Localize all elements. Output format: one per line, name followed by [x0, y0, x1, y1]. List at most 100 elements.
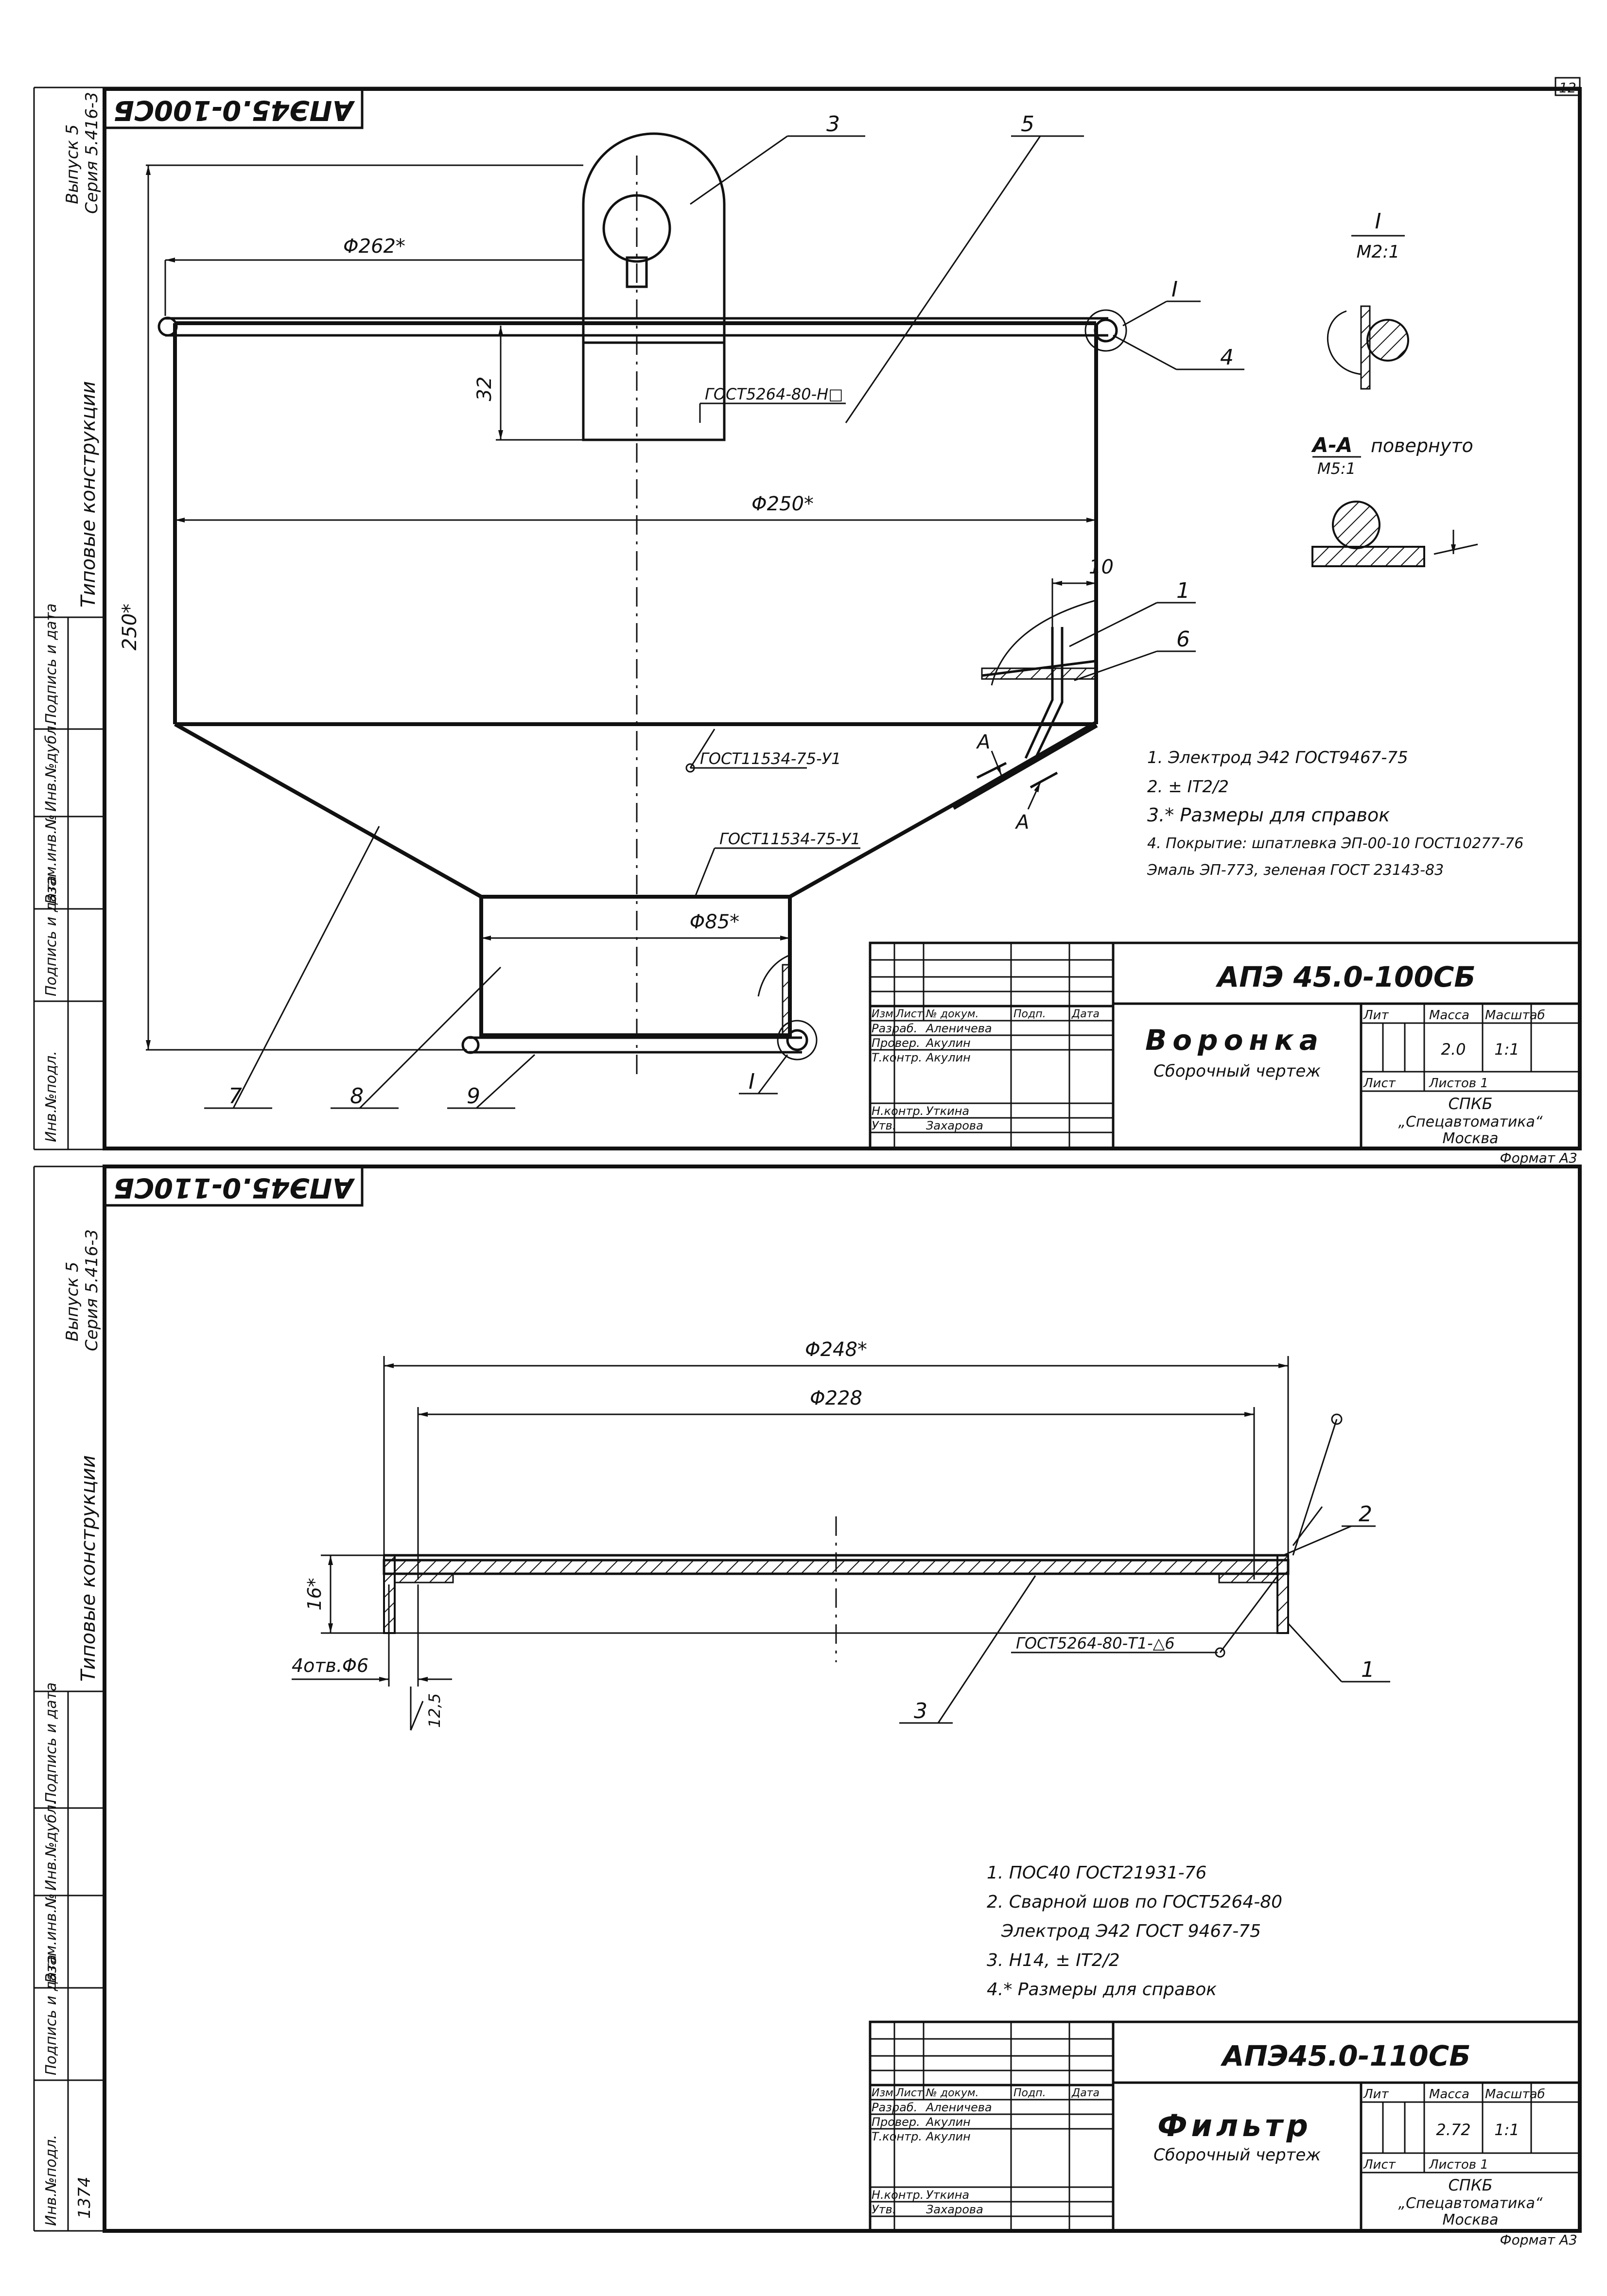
dim-d228: Φ228 — [810, 1387, 862, 1409]
tb1-mass: 2.0 — [1441, 1040, 1466, 1059]
tb2-org1: СПКБ — [1448, 2176, 1492, 2194]
tb2-name-4: Уткина — [926, 2188, 969, 2202]
pos-4: 4 — [1220, 345, 1234, 370]
sheet2-side-stamp-5: Подпись и дата — [43, 1683, 60, 1804]
tb2-name-1: Аленичева — [925, 2101, 992, 2114]
dim-d250: Φ250* — [751, 493, 814, 515]
tb2-doc-type: Сборочный чертеж — [1153, 2145, 1321, 2165]
tb1-org1: СПКБ — [1448, 1095, 1492, 1113]
pos-5: 5 — [1021, 112, 1034, 137]
section-scale: М5:1 — [1317, 459, 1356, 478]
dim-d248: Φ248* — [805, 1339, 867, 1361]
sheet1-side-stamp-3: Взам.инв.№ — [43, 814, 60, 904]
tb1-role-5: Утв. — [872, 1119, 896, 1132]
tb1-name-4: Уткина — [926, 1104, 969, 1118]
tb1-col-doc: № докум. — [926, 1008, 978, 1020]
tb2-code: АПЭ45.0-110СБ — [1220, 2039, 1470, 2072]
tb2-name-3: Акулин — [925, 2130, 971, 2143]
tb1-col-list: Лист — [895, 1008, 924, 1020]
pos-7: 7 — [228, 1084, 242, 1109]
detail-title: I — [1375, 209, 1381, 234]
detail-views: I М2:1 А-А повернуто М5:1 — [1311, 209, 1478, 567]
sheet2-leaders: 2 1 3 ГОСТ5264-80-Т1-△6 — [899, 1413, 1390, 1724]
sheet2-side-stamp-4: Инв.№дубл. — [43, 1800, 60, 1891]
sheet1-side-series-1: Выпуск 5 — [63, 124, 82, 204]
tb2-name: Фильтр — [1157, 2108, 1312, 2143]
sheet2-side-stamp-2: Подпись и дата — [43, 1955, 60, 2076]
sheet2-notes: 1. ПОС40 ГОСТ21931-76 2. Сварной шов по … — [987, 1863, 1282, 2000]
s2-pos-1: 1 — [1361, 1657, 1375, 1682]
sheet1-notes: 1. Электрод Э42 ГОСТ9467-75 2. ± IT2/2 3… — [1147, 748, 1523, 879]
sheet1-frame — [103, 87, 1582, 1150]
tb1-format: Формат А3 — [1500, 1150, 1577, 1166]
sheet2-side-series-2: Серия 5.416-3 — [82, 1229, 102, 1351]
sheet1-side-series-2: Серия 5.416-3 — [82, 92, 102, 214]
tb1-org2: „Спецавтоматика“ — [1398, 1113, 1543, 1131]
gost-low: ГОСТ11534-75-У1 — [719, 830, 860, 848]
tb1-role-4: Н.контр. — [872, 1104, 924, 1118]
s2-pos-2: 2 — [1359, 1502, 1372, 1527]
sheet2-note-3: Электрод Э42 ГОСТ 9467-75 — [1001, 1921, 1261, 1941]
sheet2-note-2: 2. Сварной шов по ГОСТ5264-80 — [987, 1892, 1282, 1912]
pos-I-bottom: I — [749, 1069, 755, 1094]
sheet1-side-stamp-4: Инв.№дубл. — [43, 721, 60, 812]
sheet2-note-5: 4.* Размеры для справок — [987, 1980, 1217, 2000]
sheet1-note-4: 4. Покрытие: шпатлевка ЭП-00-10 ГОСТ1027… — [1147, 835, 1523, 852]
sheet2-side-title: Типовые конструкции — [77, 1455, 100, 1682]
gost-weld-top: ГОСТ5264-80-Н□ — [705, 385, 843, 403]
sheet-2: Инв.№подл. Подпись и дата Взам.инв.№ Инв… — [33, 1165, 1582, 2248]
tb1-role-1: Разраб. — [872, 1022, 917, 1035]
tb2-col-sign: Подп. — [1013, 2087, 1046, 2099]
sheet1-rotated-code: АПЭ45.0-100СБ — [113, 94, 355, 126]
dim-d85: Φ85* — [690, 911, 739, 933]
tb2-mass-label: Масса — [1429, 2087, 1469, 2102]
pos-8: 8 — [350, 1084, 364, 1109]
tb1-code: АПЭ 45.0-100СБ — [1215, 960, 1475, 993]
dim-d262: Φ262* — [343, 235, 405, 258]
sheet2-side-series-1: Выпуск 5 — [63, 1262, 82, 1341]
dim-h32: 32 — [473, 377, 496, 401]
tb1-org3: Москва — [1443, 1130, 1499, 1147]
sheet2-rotated-code-box — [103, 1165, 364, 1207]
tb2-scale-label: Масштаб — [1485, 2087, 1545, 2102]
tb1-sheets-label: Листов 1 — [1429, 1076, 1488, 1091]
section-suffix: повернуто — [1371, 435, 1473, 456]
tb1-name-3: Акулин — [925, 1051, 971, 1064]
sheet1-dimensions: Φ262* Φ250* Φ85* 32 250* 10 — [119, 164, 1114, 1051]
dim-r125: 12,5 — [425, 1693, 444, 1728]
pos-9: 9 — [467, 1084, 480, 1109]
tb2-format: Формат А3 — [1500, 2232, 1577, 2248]
sheet2-title-block: Изм. Лист № докум. Подп. Дата Разраб. Ал… — [869, 2020, 1581, 2248]
pos-3: 3 — [826, 112, 840, 137]
sheet2-rotated-code: АПЭ45.0-110СБ — [113, 1172, 355, 1203]
sheet1-side-stamp-1: Инв.№подл. — [43, 1051, 60, 1142]
tb1-role-2: Провер. — [872, 1036, 920, 1050]
sheet1-rotated-code-box — [103, 87, 364, 129]
tb2-col-date: Дата — [1071, 2087, 1100, 2099]
tb1-mass-label: Масса — [1429, 1008, 1469, 1023]
tb2-org3: Москва — [1443, 2211, 1499, 2228]
tb2-col-doc: № докум. — [926, 2087, 978, 2099]
sheet1-note-5: Эмаль ЭП-773, зеленая ГОСТ 23143-83 — [1147, 862, 1444, 879]
tb2-role-2: Провер. — [872, 2115, 920, 2129]
tb1-scale-label: Масштаб — [1485, 1008, 1545, 1023]
sheet2-stamp-number: 1374 — [75, 2176, 94, 2219]
s2-pos-3: 3 — [914, 1699, 927, 1723]
hanger-plate — [582, 132, 726, 441]
tb2-role-3: Т.контр. — [872, 2130, 922, 2143]
tb2-scale: 1:1 — [1494, 2121, 1520, 2139]
sheet1-leaders: 3 5 4 I 1 6 7 8 9 I ГОСТ5264-80-Н□ — [204, 112, 1244, 1109]
pos-I-top: I — [1171, 277, 1178, 302]
tb2-org2: „Спецавтоматика“ — [1398, 2195, 1543, 2212]
sheet1-side-title: Типовые конструкции — [77, 381, 100, 608]
sheet1-title-block: Изм. Лист № докум. Подп. Дата Разраб. Ал… — [869, 941, 1581, 1166]
tb2-col-list: Лист — [895, 2087, 924, 2099]
funnel-assembly: А А — [157, 132, 1127, 1079]
sheet1-note-1: 1. Электрод Э42 ГОСТ9467-75 — [1147, 748, 1408, 767]
tb2-name-2: Акулин — [925, 2115, 971, 2129]
tb2-lit-label: Лит — [1363, 2087, 1389, 2102]
gost-mid: ГОСТ11534-75-У1 — [700, 749, 841, 768]
sheet2-side-stamp-3: Взам.инв.№ — [43, 1893, 60, 1983]
dim-h16: 16* — [304, 1578, 325, 1610]
